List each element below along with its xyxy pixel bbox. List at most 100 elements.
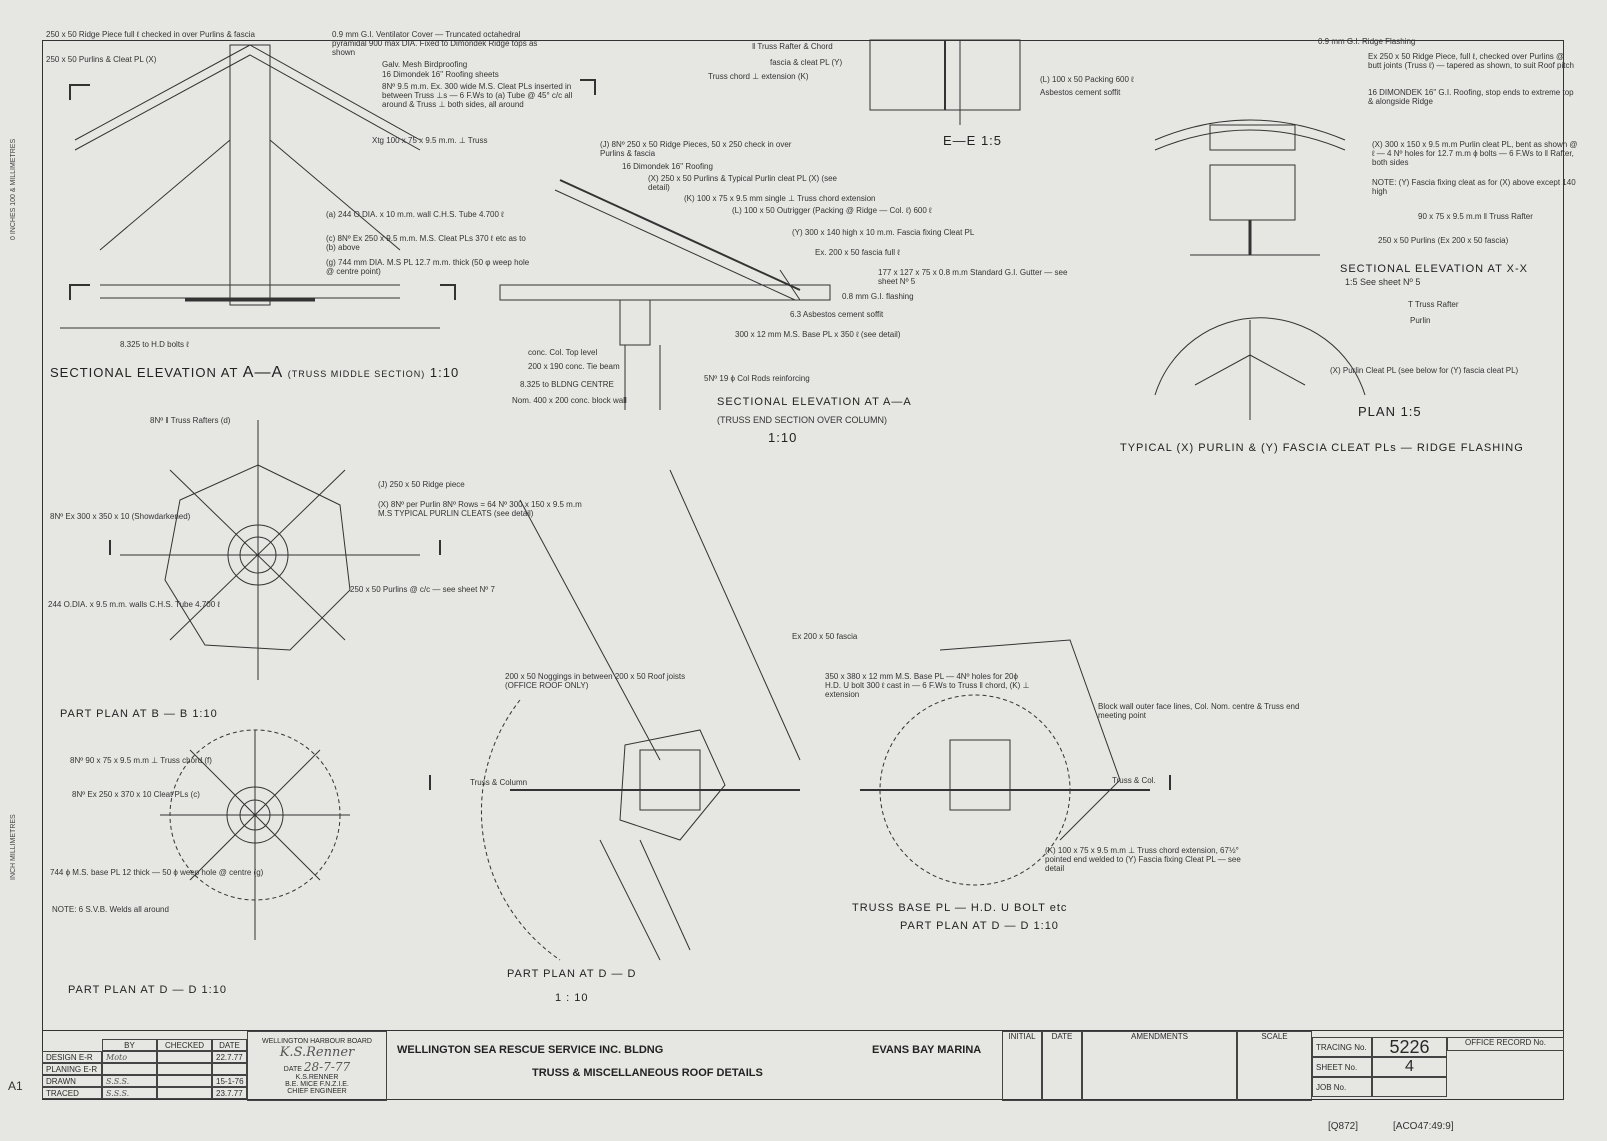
title-row-role: PLANING E-R (42, 1063, 102, 1075)
job-number (1372, 1077, 1447, 1097)
annotation: 8Nº ‖ Truss Rafters (d) (150, 416, 231, 425)
annotation: 200 x 190 conc. Tie beam (528, 362, 620, 371)
location: EVANS BAY MARINA (872, 1044, 982, 1056)
view-subtitle-truss-base: PART PLAN AT D — D 1:10 (900, 920, 1059, 932)
title-row-date: 22.7.77 (212, 1051, 247, 1063)
engineer-quals: B.E. MICE F.N.Z.I.E. (285, 1080, 349, 1088)
truss-base-sketch (860, 639, 1150, 886)
section-aa-end-sketch (499, 179, 831, 410)
header-checked: CHECKED (157, 1039, 212, 1051)
title-row-by (102, 1063, 157, 1075)
annotation: 8.325 to BLDNG CENTRE (520, 380, 614, 389)
drawing-title: TRUSS & MISCELLANEOUS ROOF DETAILS (532, 1067, 763, 1079)
title-row-checked (157, 1051, 212, 1063)
title-row-by: S.S.S. (102, 1075, 157, 1087)
annotation: Nom. 400 x 200 conc. block wall (512, 396, 627, 405)
annotation: (L) 100 x 50 Packing 600 ℓ (1040, 75, 1134, 84)
view-title-typical: TYPICAL (X) PURLIN & (Y) FASCIA CLEAT PL… (1120, 442, 1524, 454)
drawing-border (42, 40, 1564, 1100)
stamp-1: [Q872] (1328, 1121, 1359, 1132)
view-scale-dd-mid: 1 : 10 (555, 992, 589, 1004)
annotation: 744 ϕ M.S. base PL 12 thick — 50 ϕ weep … (50, 868, 264, 877)
view-note-aa-end: (TRUSS END SECTION OVER COLUMN) (717, 415, 888, 425)
amend-initial: INITIAL (1002, 1031, 1042, 1101)
annotation: (X) Purlin Cleat PL (see below for (Y) f… (1330, 366, 1519, 375)
view-title-dd-left: PART PLAN AT D — D 1:10 (68, 984, 227, 996)
title-row-role: TRACED (42, 1087, 102, 1099)
annotation: (c) 8Nº Ex 250 x 9.5 m.m. M.S. Cleat PLs… (326, 234, 526, 252)
annotation: Xtg 100 x 75 x 9.5 m.m. ⊥ Truss (372, 136, 488, 145)
signature: K.S.Renner (279, 1044, 355, 1060)
annotation: Truss & Column (470, 778, 528, 787)
tracing-number: 5226 (1372, 1037, 1447, 1057)
title-row-by: S.S.S. (102, 1087, 157, 1099)
annotation: 250 x 50 Purlins @ c/c — see sheet Nº 7 (350, 585, 495, 594)
header-date: DATE (212, 1039, 247, 1051)
annotation: 8.325 to H.D bolts ℓ (120, 340, 189, 349)
view-title-aa-middle: SECTIONAL ELEVATION AT A—A (TRUSS MIDDLE… (50, 364, 460, 381)
annotation: fascia & cleat PL (Y) (770, 58, 843, 67)
annotation: Ex 200 x 50 fascia (792, 632, 858, 641)
view-scale-aa-end: 1:10 (768, 430, 798, 445)
annotation: 200 x 50 Noggings in between 200 x 50 Ro… (505, 672, 686, 690)
view-title-bb: PART PLAN AT B — B 1:10 (60, 708, 218, 720)
section-markers (69, 79, 1171, 790)
annotation: 8Nº 9.5 m.m. Ex. 300 wide M.S. Cleat PLs… (382, 82, 573, 109)
annotation: Truss & Col. (1112, 776, 1156, 785)
annotation: 0.8 mm G.I. flashing (842, 292, 914, 301)
title-row-checked (157, 1075, 212, 1087)
annotation: (J) 250 x 50 Ridge piece (378, 480, 465, 489)
view-title-ee: E—E 1:5 (943, 133, 1003, 148)
annotation: (X) 250 x 50 Purlins & Typical Purlin cl… (648, 174, 837, 192)
annotation: T Truss Rafter (1408, 300, 1459, 309)
annotation: 250 x 50 Purlins & Cleat PL (X) (46, 55, 157, 64)
annotation: Ex 250 x 50 Ridge Piece, full ℓ, checked… (1368, 52, 1574, 70)
title-row-date: 15-1-76 (212, 1075, 247, 1087)
annotation: 5Nº 19 ϕ Col Rods reinforcing (704, 374, 810, 383)
annotation: conc. Col. Top level (528, 348, 598, 357)
plan-15-sketch (1154, 317, 1366, 420)
authority-block: WELLINGTON HARBOUR BOARD K.S.Renner DATE… (247, 1031, 387, 1101)
header-by: BY (102, 1039, 157, 1051)
annotation: NOTE: (Y) Fascia fixing cleat as for (X)… (1372, 178, 1576, 196)
annotation: 250 x 50 Ridge Piece full ℓ checked in o… (46, 30, 255, 39)
part-plan-dd-left-sketch (160, 729, 350, 940)
tracing-label: TRACING No. (1312, 1037, 1372, 1057)
amend-date: DATE (1042, 1031, 1082, 1101)
annotation: (g) 744 mm DIA. M.S PL 12.7 m.m. thick (… (326, 258, 530, 276)
title-row-role: DRAWN (42, 1075, 102, 1087)
section-xx-sketch (1154, 119, 1346, 256)
annotation: (a) 244 O.DIA. x 10 m.m. wall C.H.S. Tub… (326, 210, 504, 219)
amend-scale: SCALE (1237, 1031, 1312, 1101)
annotation: Purlin (1410, 316, 1431, 325)
title-row-checked (157, 1063, 212, 1075)
annotation: (L) 100 x 50 Outrigger (Packing @ Ridge … (732, 206, 932, 215)
title-row-date (212, 1063, 247, 1075)
stamp-2: [ACO47:49:9] (1393, 1121, 1454, 1132)
annotation: Asbestos cement soffit (1040, 88, 1121, 97)
annotation: 250 x 50 Purlins (Ex 200 x 50 fascia) (1378, 236, 1509, 245)
annotation: Truss chord ⊥ extension (K) (708, 72, 809, 81)
annotation: NOTE: 6 S.V.B. Welds all around (52, 905, 169, 914)
annotation: (X) 8Nº per Purlin 8Nº Rows = 64 Nº 300 … (378, 500, 582, 518)
sheet-number: 4 (1372, 1057, 1447, 1077)
annotation: 8Nº 90 x 75 x 9.5 m.m ⊥ Truss chord (f) (70, 756, 212, 765)
annotation: 8Nº Ex 250 x 370 x 10 Cleat PLs (c) (72, 790, 200, 799)
part-plan-dd-mid-sketch (480, 469, 801, 961)
annotation: 90 x 75 x 9.5 m.m ‖ Truss Rafter (1418, 212, 1533, 221)
annotation: 177 x 127 x 75 x 0.8 m.m Standard G.I. G… (878, 268, 1068, 286)
annotation: 16 DIMONDEK 16" G.I. Roofing, stop ends … (1368, 88, 1574, 106)
view-title-dd-mid: PART PLAN AT D — D (507, 968, 637, 980)
project-name: WELLINGTON SEA RESCUE SERVICE INC. BLDNG (397, 1044, 664, 1056)
job-label: JOB No. (1312, 1077, 1372, 1097)
annotation: 6.3 Asbestos cement soffit (790, 310, 884, 319)
annotation: 16 Dimondek 16" Roofing (622, 162, 713, 171)
annotation: (K) 100 x 75 x 9.5 mm single ⊥ Truss cho… (684, 194, 876, 203)
engineer-title: CHIEF ENGINEER (287, 1087, 347, 1095)
view-title-truss-base: TRUSS BASE PL — H.D. U BOLT etc (852, 902, 1068, 914)
ruler-label-top: 0 INCHES 100 & MILLIMETRES (10, 138, 17, 240)
approval-date: DATE 28-7-77 (283, 1059, 351, 1074)
title-row-checked (157, 1087, 212, 1099)
